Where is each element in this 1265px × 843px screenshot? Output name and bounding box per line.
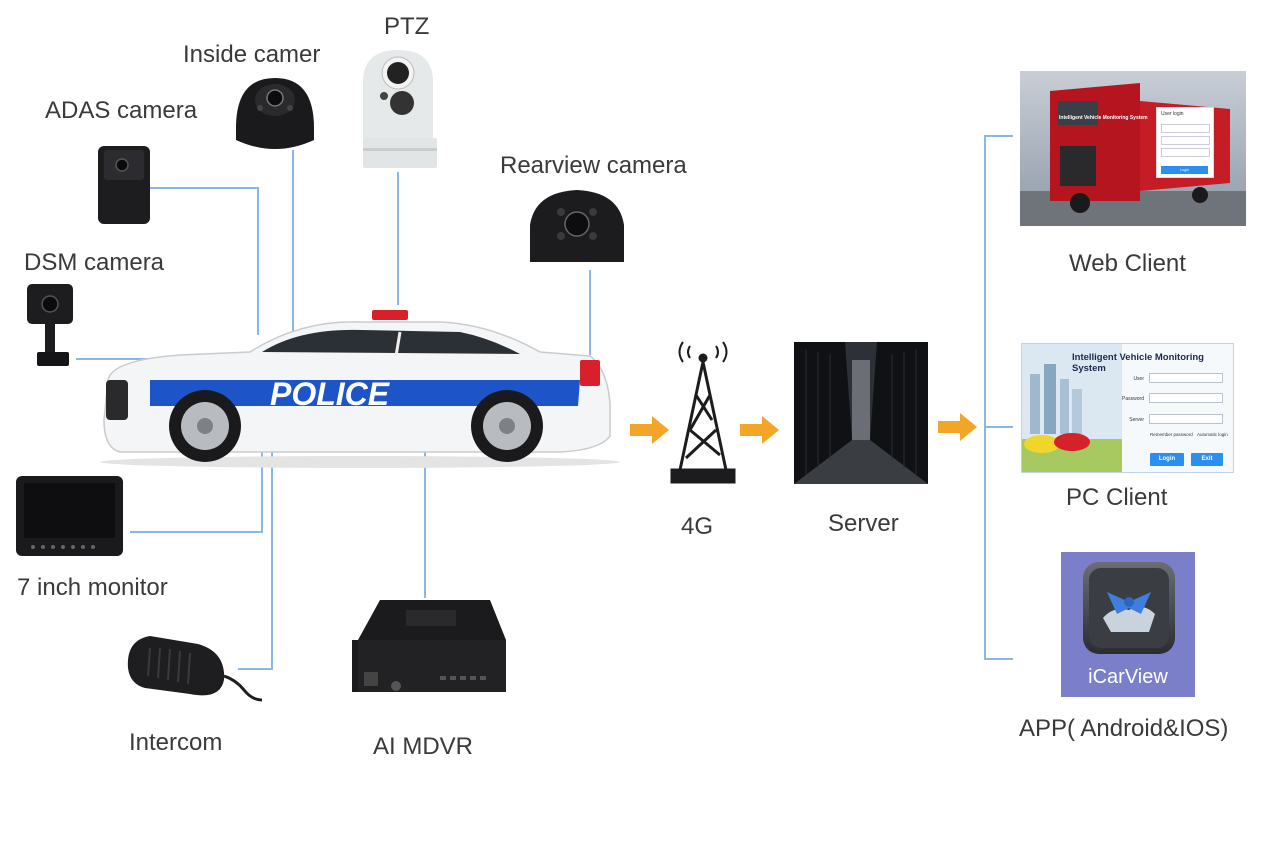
police-text: POLICE (270, 376, 391, 412)
web-client-label: Web Client (1069, 250, 1186, 277)
web-captcha-field[interactable] (1161, 148, 1210, 157)
inside-camera-label: Inside camer (183, 41, 321, 68)
web-password-field[interactable] (1161, 136, 1210, 145)
mdvr-icon (352, 600, 506, 692)
adas-camera-label: ADAS camera (45, 97, 198, 124)
rearview-camera-icon (530, 190, 624, 262)
server-label: Server (828, 510, 899, 537)
client-bracket (984, 135, 1013, 660)
ptz-camera-icon (363, 50, 437, 168)
ptz-label: PTZ (384, 13, 430, 40)
police-car-icon: POLICE (100, 310, 620, 468)
pc-login-button[interactable]: Login (1150, 453, 1184, 466)
icarview-app-icon[interactable] (1083, 562, 1175, 654)
web-client-screenshot: Intelligent Vehicle Monitoring System Us… (1020, 71, 1246, 226)
intercom-label: Intercom (129, 729, 223, 756)
monitor-icon (16, 476, 123, 556)
pc-user-input[interactable] (1149, 373, 1223, 383)
flow-arrows (630, 413, 977, 444)
app-name-label: iCarView (1088, 666, 1168, 688)
web-login-panel: User login Login (1156, 107, 1214, 178)
web-system-title: Intelligent Vehicle Monitoring System (1059, 115, 1148, 121)
web-login-button[interactable]: Login (1161, 166, 1208, 174)
adas-camera-icon (98, 146, 150, 224)
adas-connector (150, 187, 259, 335)
arrow-car-to-4g (630, 416, 669, 444)
web-user-field[interactable] (1161, 124, 1210, 133)
monitor-label: 7 inch monitor (17, 574, 168, 601)
app-screenshot: iCarView (1061, 552, 1195, 697)
app-label: APP( Android&IOS) (1019, 715, 1229, 742)
pc-server-select[interactable] (1149, 414, 1223, 424)
pc-auto-login-checkbox[interactable]: Automatic login (1197, 432, 1228, 437)
pc-user-label: User (1133, 376, 1144, 382)
4g-label: 4G (681, 513, 714, 540)
pc-password-label: Password (1122, 396, 1144, 402)
rearview-camera-label: Rearview camera (500, 152, 687, 179)
intercom-icon (127, 636, 263, 702)
dsm-camera-label: DSM camera (24, 249, 165, 276)
mdvr-label: AI MDVR (373, 733, 474, 760)
web-login-title: User login (1161, 111, 1184, 117)
4g-tower-icon (670, 341, 736, 484)
pc-server-label: Server (1129, 417, 1144, 423)
pc-remember-checkbox[interactable]: Remember password (1150, 432, 1193, 437)
arrow-4g-to-server (740, 416, 779, 444)
pc-system-title: Intelligent Vehicle Monitoring System (1072, 352, 1204, 374)
arrow-server-to-clients (938, 413, 977, 441)
pc-exit-button[interactable]: Exit (1191, 453, 1223, 466)
pc-client-label: PC Client (1066, 484, 1168, 511)
inside-camera-icon (236, 78, 314, 149)
pc-client-screenshot: Intelligent Vehicle Monitoring System Us… (1021, 343, 1234, 473)
pc-password-input[interactable] (1149, 393, 1223, 403)
city-image (1022, 344, 1122, 472)
server-room-icon (794, 342, 928, 484)
dsm-camera-icon (27, 284, 73, 366)
